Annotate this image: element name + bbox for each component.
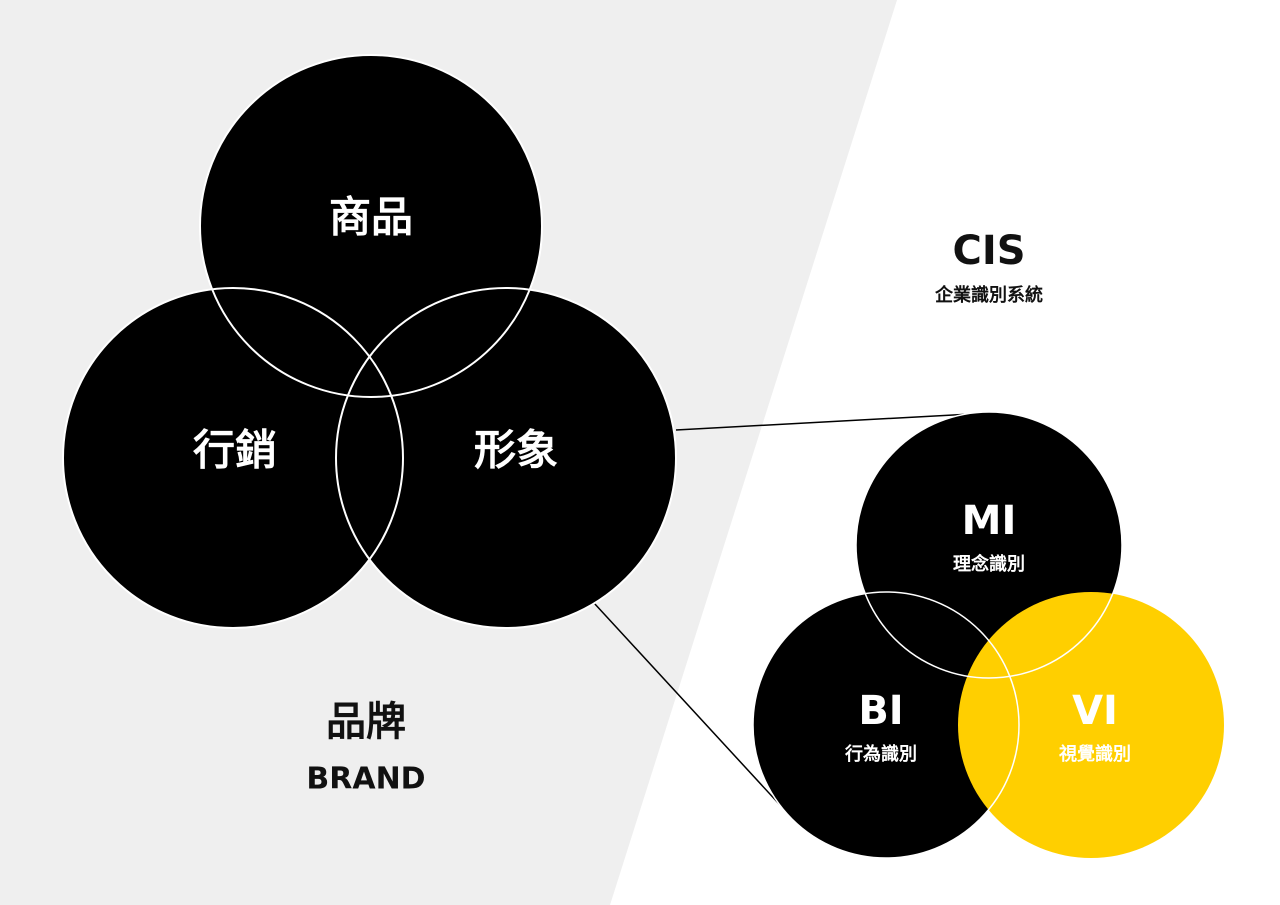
outline-product <box>199 54 543 398</box>
connector-line-bottom <box>593 602 793 819</box>
cis-subtitle: 企業識別系統 <box>934 284 1043 306</box>
circle-bi <box>753 592 1019 858</box>
label-vi-subtitle: 視覺識別 <box>1058 743 1131 765</box>
outline-image <box>335 287 677 629</box>
brand-venn: 商品 行銷 形象 <box>62 54 677 629</box>
circle-image <box>336 288 676 628</box>
cis-venn: MI 理念識別 BI 行為識別 VI 視覺識別 <box>752 411 1224 859</box>
circle-marketing <box>63 288 403 628</box>
label-image: 形象 <box>474 426 558 475</box>
label-mi-title: MI <box>962 498 1017 544</box>
label-marketing: 行銷 <box>193 426 277 475</box>
label-product: 商品 <box>329 193 413 242</box>
outline-bi <box>752 591 1020 859</box>
outline-mi <box>855 411 1123 679</box>
label-vi-title: VI <box>1072 688 1118 734</box>
outline-marketing <box>62 287 404 629</box>
brand-title: 品牌 <box>326 699 406 745</box>
label-mi-subtitle: 理念識別 <box>953 553 1025 575</box>
label-bi-title: BI <box>858 688 903 734</box>
circle-vi <box>958 592 1224 858</box>
cis-title: CIS <box>952 228 1025 274</box>
brand-subtitle: BRAND <box>306 762 425 797</box>
label-bi-subtitle: 行為識別 <box>844 743 917 765</box>
connector-line-top <box>675 412 991 431</box>
